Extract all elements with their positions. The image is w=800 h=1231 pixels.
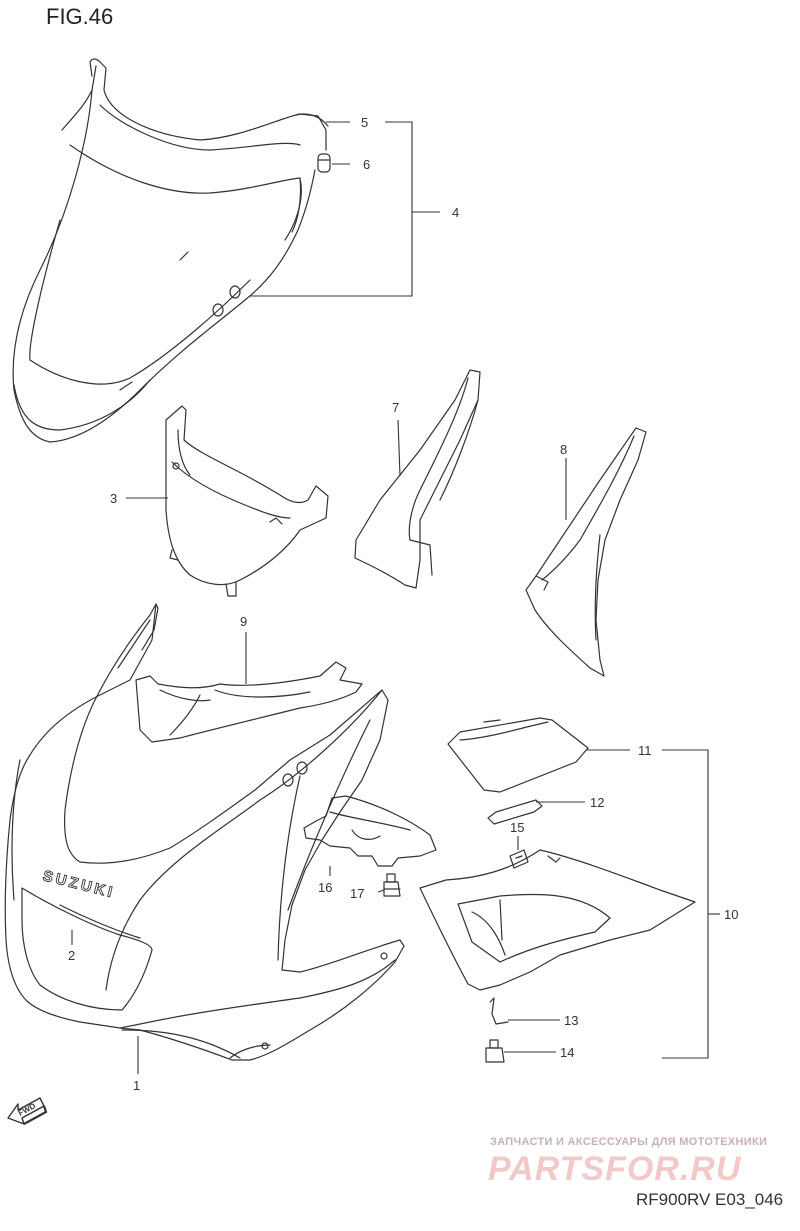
part-label-8: 8 [560, 442, 567, 457]
part-label-10: 10 [724, 907, 738, 922]
part-label-12: 12 [590, 795, 604, 810]
inner-cover-left-drawing [354, 369, 481, 589]
part-label-13: 13 [564, 1013, 578, 1028]
part-label-2: 2 [68, 948, 75, 963]
figure-code: RF900RV E03_046 [636, 1190, 784, 1209]
part-label-4: 4 [452, 205, 459, 220]
brand-lettering: SUZUKI [41, 867, 117, 901]
box-lid-drawing [447, 717, 589, 825]
part-number-labels: 1 2 3 4 5 6 7 8 9 10 11 12 13 14 15 16 1… [68, 115, 738, 1093]
windscreen-drawing [12, 58, 327, 443]
part-label-3: 3 [110, 491, 117, 506]
part-label-11: 11 [638, 743, 652, 758]
part-label-16: 16 [318, 880, 332, 895]
part-label-6: 6 [363, 157, 370, 172]
part-label-15: 15 [510, 820, 524, 835]
seal-and-grommet-drawing [295, 113, 331, 173]
part-label-1: 1 [133, 1078, 140, 1093]
inner-panel-drawing [165, 405, 329, 597]
under-cowl-box-drawing [419, 849, 696, 991]
inner-cover-right-drawing [525, 427, 647, 677]
figure-title: FIG.46 [46, 4, 114, 29]
part-label-17: 17 [350, 886, 364, 901]
meter-panel-drawing [135, 661, 363, 743]
watermark-subtitle: ЗАПЧАСТИ И АКСЕССУАРЫ ДЛЯ МОТОТЕХНИКИ [490, 1136, 768, 1148]
part-label-5: 5 [361, 115, 368, 130]
part-label-9: 9 [240, 614, 247, 629]
watermark-logo: PARTSFOR.RU [488, 1150, 742, 1188]
leader-lines [71, 121, 720, 1074]
part-label-7: 7 [392, 400, 399, 415]
part-label-14: 14 [560, 1045, 574, 1060]
bracket-drawing [303, 795, 437, 897]
clip-and-screw-drawing [485, 997, 509, 1063]
forward-arrow-icon: FWD [7, 1097, 48, 1125]
